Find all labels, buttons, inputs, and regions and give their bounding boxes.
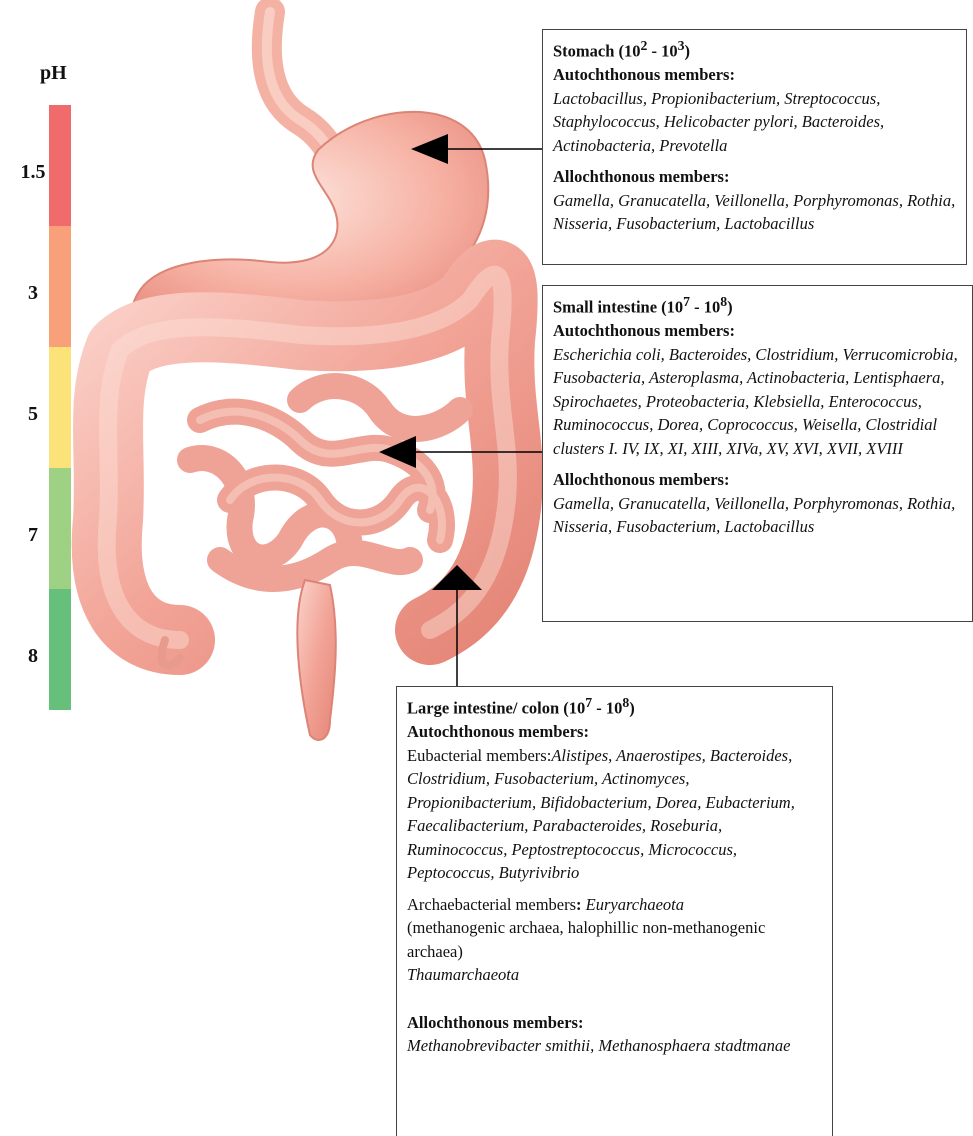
archaea-euryarchaeota: Euryarchaeota <box>586 895 684 914</box>
stomach-auto-heading: Autochthonous members: <box>553 63 956 87</box>
stomach-title: Stomach (102 - 103) <box>553 34 956 63</box>
archaebacterial-label: Archaebacterial members <box>407 895 576 914</box>
large-intestine-allo-list: Methanobrevibacter smithii, Methanosphae… <box>407 1036 790 1055</box>
stomach-auto-list: Lactobacillus, Propionibacterium, Strept… <box>553 89 884 155</box>
large-intestine-auto-heading: Autochthonous members: <box>407 720 822 744</box>
archaea-euryarchaeota-detail: (methanogenic archaea, halophillic non-m… <box>407 918 765 961</box>
large-intestine-info-box: Large intestine/ colon (107 - 108) Autoc… <box>396 686 833 1136</box>
small-intestine-title: Small intestine (107 - 108) <box>553 290 962 319</box>
small-intestine-allo-list: Gamella, Granucatella, Veillonella, Porp… <box>553 494 955 537</box>
large-intestine-allo-heading: Allochthonous members: <box>407 1011 822 1035</box>
archaea-thaumarchaeota: Thaumarchaeota <box>407 965 519 984</box>
rectum <box>297 580 335 740</box>
small-intestine-allo-heading: Allochthonous members: <box>553 468 962 492</box>
large-intestine-title: Large intestine/ colon (107 - 108) <box>407 691 822 720</box>
eubacterial-label: Eubacterial members: <box>407 746 551 765</box>
eubacterial-list: Alistipes, Anaerostipes, Bacteroides, Cl… <box>407 746 795 883</box>
stomach-allo-heading: Allochthonous members: <box>553 165 956 189</box>
small-intestine-info-box: Small intestine (107 - 108) Autochthonou… <box>542 285 973 622</box>
small-intestine-auto-list: Escherichia coli, Bacteroides, Clostridi… <box>553 345 958 458</box>
stomach-info-box: Stomach (102 - 103) Autochthonous member… <box>542 29 967 265</box>
stomach-allo-list: Gamella, Granucatella, Veillonella, Porp… <box>553 191 955 234</box>
small-intestine-auto-heading: Autochthonous members: <box>553 319 962 343</box>
